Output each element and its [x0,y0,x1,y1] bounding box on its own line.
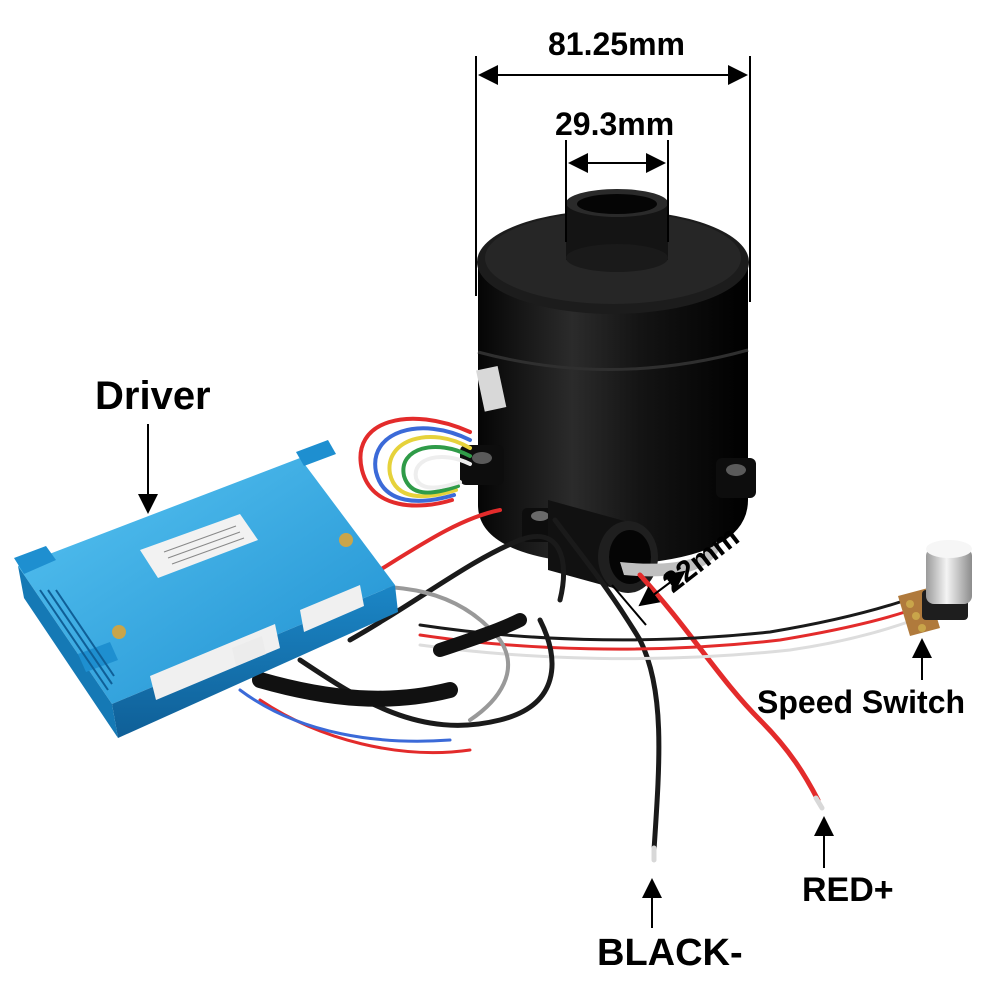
inlet-diameter-label: 29.3mm [555,106,675,142]
speed-switch-potentiometer [898,540,972,636]
blower-motor [460,189,756,593]
driver-label: Driver [95,374,211,418]
dimension-markers [138,56,932,928]
driver-box [14,440,398,738]
outer-diameter-label: 81.25mm [548,26,685,62]
speed-switch-label: Speed Switch [757,684,966,720]
wire-bundle [238,416,910,863]
black-wire-label: BLACK- [597,932,743,974]
red-wire-label: RED+ [802,871,894,909]
